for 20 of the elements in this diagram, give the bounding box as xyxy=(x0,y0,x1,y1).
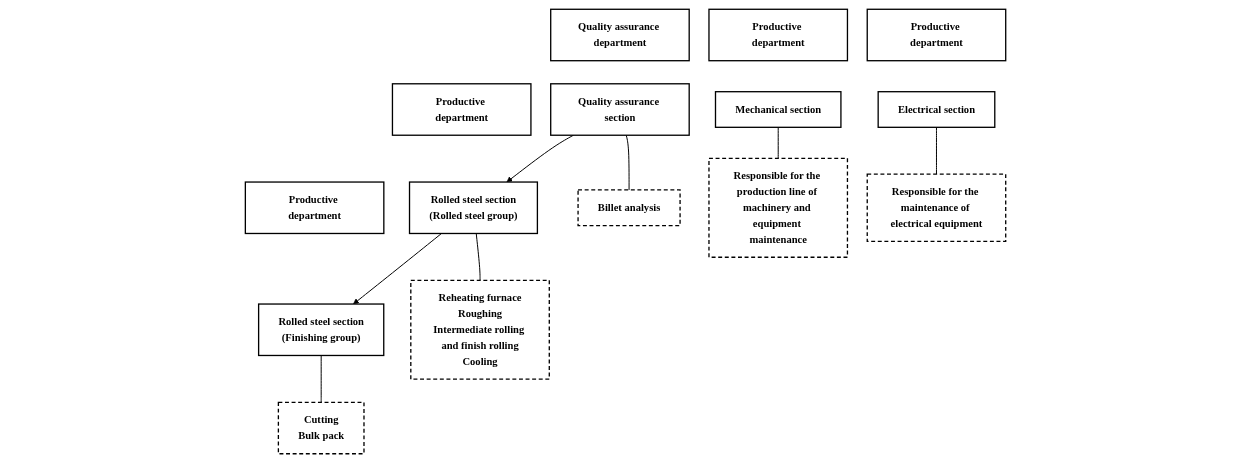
node-box: Cutting Bulk pack xyxy=(278,401,366,455)
node-box: Responsible for the maintenance of electrical equipment xyxy=(867,173,1007,243)
node-box: Productive department xyxy=(392,83,533,136)
node-box: Productive department xyxy=(245,181,385,235)
node-box: Rolled steel section (Rolled steel group) xyxy=(409,181,539,235)
node-box: Electrical section xyxy=(877,91,996,128)
node-box: Billet analysis xyxy=(577,189,682,227)
node-box: Quality assurance department xyxy=(550,8,691,62)
connector xyxy=(936,126,938,175)
node-box: Reheating furnace Roughing Intermediate rolling and finish rolling Cooling xyxy=(410,279,551,380)
node-box: Quality assurance section xyxy=(550,83,691,136)
node-box: Mechanical section xyxy=(715,91,843,128)
node-box: Responsible for the production line of machinery and equipment maintenance xyxy=(708,157,849,258)
node-box: Productive department xyxy=(867,8,1007,62)
node-box: Productive department xyxy=(708,8,849,62)
connector xyxy=(778,126,780,159)
connector xyxy=(476,233,481,281)
connector xyxy=(321,354,323,403)
node-box: Rolled steel section (Finishing group) xyxy=(258,303,385,357)
connector xyxy=(626,134,631,191)
